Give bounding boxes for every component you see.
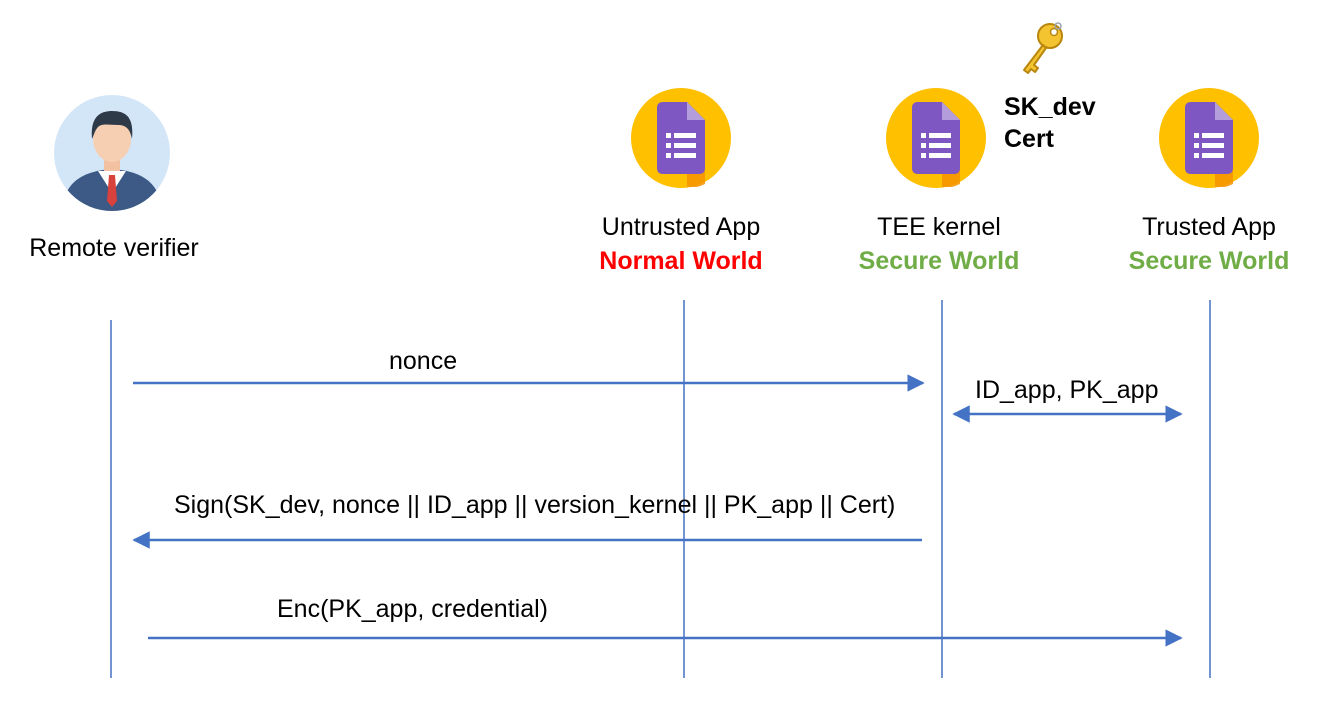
message-label-enc: Enc(PK_app, credential) [277,595,548,623]
key-label-sk-dev: SK_dev [1004,93,1096,121]
message-label-id-pk: ID_app, PK_app [975,376,1159,404]
document-icon [631,88,731,188]
message-label-sign: Sign(SK_dev, nonce || ID_app || version_… [174,491,896,519]
key-icon [1023,22,1063,74]
message-label-nonce: nonce [389,347,458,375]
participant-name-trusted: Trusted App [1142,213,1276,241]
world-label-secure-kernel: Secure World [858,247,1020,275]
participant-name-kernel: TEE kernel [877,213,1001,241]
world-label-normal: Normal World [599,247,763,275]
key-label-cert: Cert [1004,125,1055,153]
document-icon [886,88,986,188]
participant-name-untrusted: Untrusted App [601,213,761,241]
participant-name-verifier: Remote verifier [29,234,199,262]
document-icon [1159,88,1259,188]
person-avatar-icon [54,95,170,211]
world-label-secure-trusted: Secure World [1128,247,1290,275]
